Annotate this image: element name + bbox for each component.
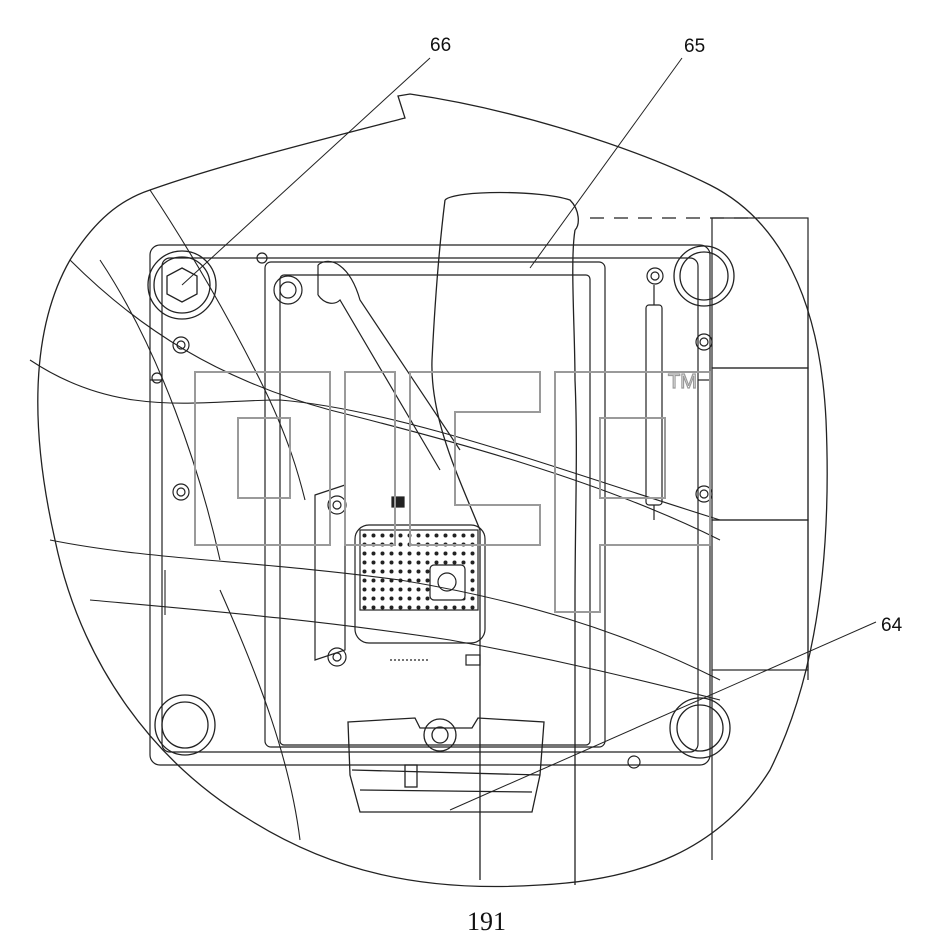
watermark-logo: TM [194,370,711,613]
page-number: 191 [467,907,506,936]
callout-65: 65 [684,36,706,57]
svg-text:TM: TM [668,371,697,393]
small-tube [317,260,461,471]
mounting-bolt-top-right [673,245,735,307]
mounting-bolt-bottom-left [154,694,216,756]
leader-lines [181,57,877,811]
ecu-connector [314,484,486,666]
mounting-bolt-top-left [147,250,217,320]
bottom-bracket [347,717,545,813]
callout-66: 66 [430,35,452,56]
cable-bundle [29,189,721,841]
callout-64: 64 [881,615,903,636]
ecu-housing [149,244,711,766]
vertical-rod [645,285,663,520]
right-side-component [590,217,809,860]
screws [151,252,713,769]
detail-boundary [37,93,828,888]
mounting-bolt-bottom-right [669,697,731,759]
cable-strap [431,191,579,885]
